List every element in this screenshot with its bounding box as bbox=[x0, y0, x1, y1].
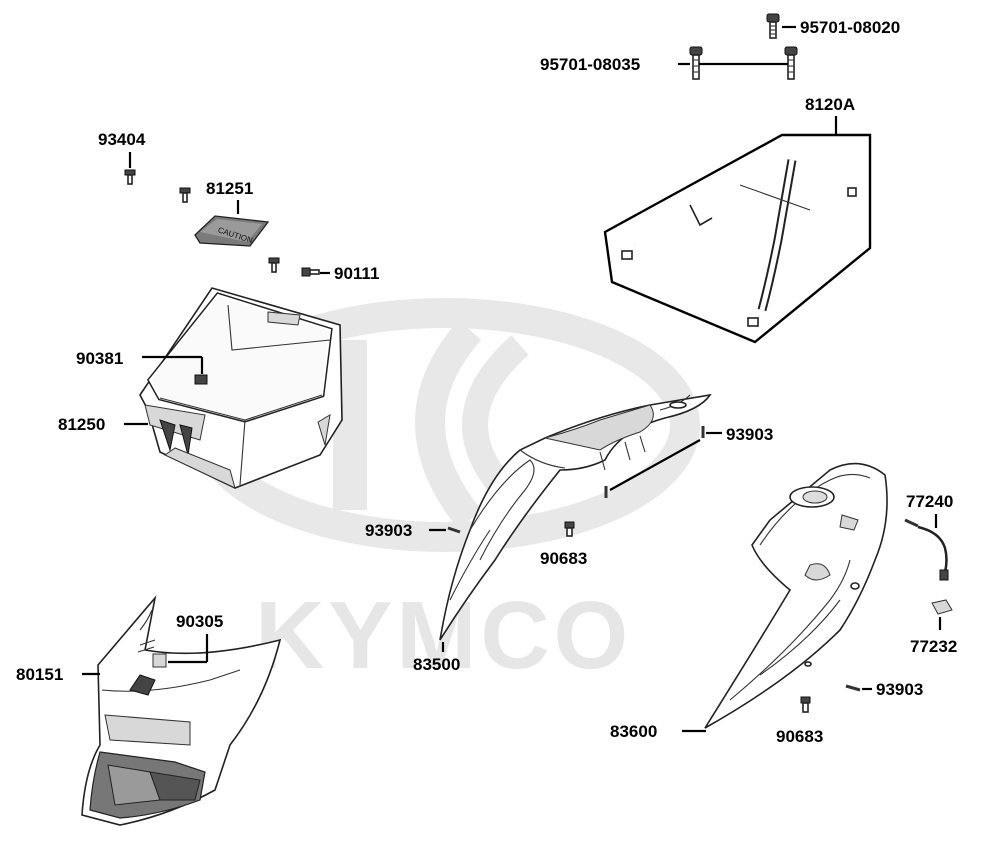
label-77240: 77240 bbox=[906, 492, 953, 511]
cable-77240 bbox=[904, 518, 949, 581]
leader-93903-upper bbox=[609, 439, 701, 491]
center-cover-83500 bbox=[439, 393, 712, 641]
side-cover-83600 bbox=[704, 462, 888, 729]
screw-93903-right bbox=[845, 684, 861, 692]
label-93903-left: 93903 bbox=[365, 521, 412, 540]
clip-90381 bbox=[194, 374, 208, 385]
label-83600: 83600 bbox=[610, 722, 657, 741]
label-90381: 90381 bbox=[76, 349, 123, 368]
clip-90683-right bbox=[800, 696, 811, 713]
screw-81251 bbox=[179, 187, 191, 203]
screw-90111-a bbox=[268, 257, 280, 273]
cover-81251: CAUTION bbox=[194, 215, 270, 247]
front-cover-80151 bbox=[81, 595, 282, 826]
bolt-95701-08035-right bbox=[784, 46, 798, 80]
watermark-logo: KYMCO bbox=[190, 298, 700, 689]
screw-93404 bbox=[124, 169, 136, 185]
clip-77232 bbox=[931, 599, 953, 615]
grab-rail-8120A bbox=[621, 146, 857, 327]
label-83500: 83500 bbox=[413, 655, 460, 674]
label-90305: 90305 bbox=[176, 612, 223, 631]
label-93404: 93404 bbox=[98, 130, 146, 149]
label-95701-08020: 95701-08020 bbox=[800, 18, 900, 37]
screw-90111-b bbox=[301, 267, 320, 277]
label-81250: 81250 bbox=[58, 415, 105, 434]
label-90683-right: 90683 bbox=[776, 727, 823, 746]
screw-93903-left bbox=[447, 526, 461, 534]
label-80151: 80151 bbox=[16, 665, 63, 684]
label-81251: 81251 bbox=[206, 179, 253, 198]
label-8120A: 8120A bbox=[805, 95, 855, 114]
label-95701-08035: 95701-08035 bbox=[540, 55, 640, 74]
label-90111: 90111 bbox=[334, 264, 379, 283]
label-93903-right: 93903 bbox=[876, 680, 923, 699]
bolt-95701-08035-left bbox=[689, 46, 703, 80]
helmet-box-81250 bbox=[139, 287, 343, 489]
label-90683-center: 90683 bbox=[540, 549, 587, 568]
bolt-95701-08020 bbox=[766, 13, 780, 39]
label-77232: 77232 bbox=[910, 637, 957, 656]
bracket-box-8120A bbox=[603, 133, 872, 344]
clip-90683-center bbox=[564, 521, 575, 537]
label-93903-upper: 93903 bbox=[726, 425, 773, 444]
nut-90305 bbox=[152, 653, 167, 668]
